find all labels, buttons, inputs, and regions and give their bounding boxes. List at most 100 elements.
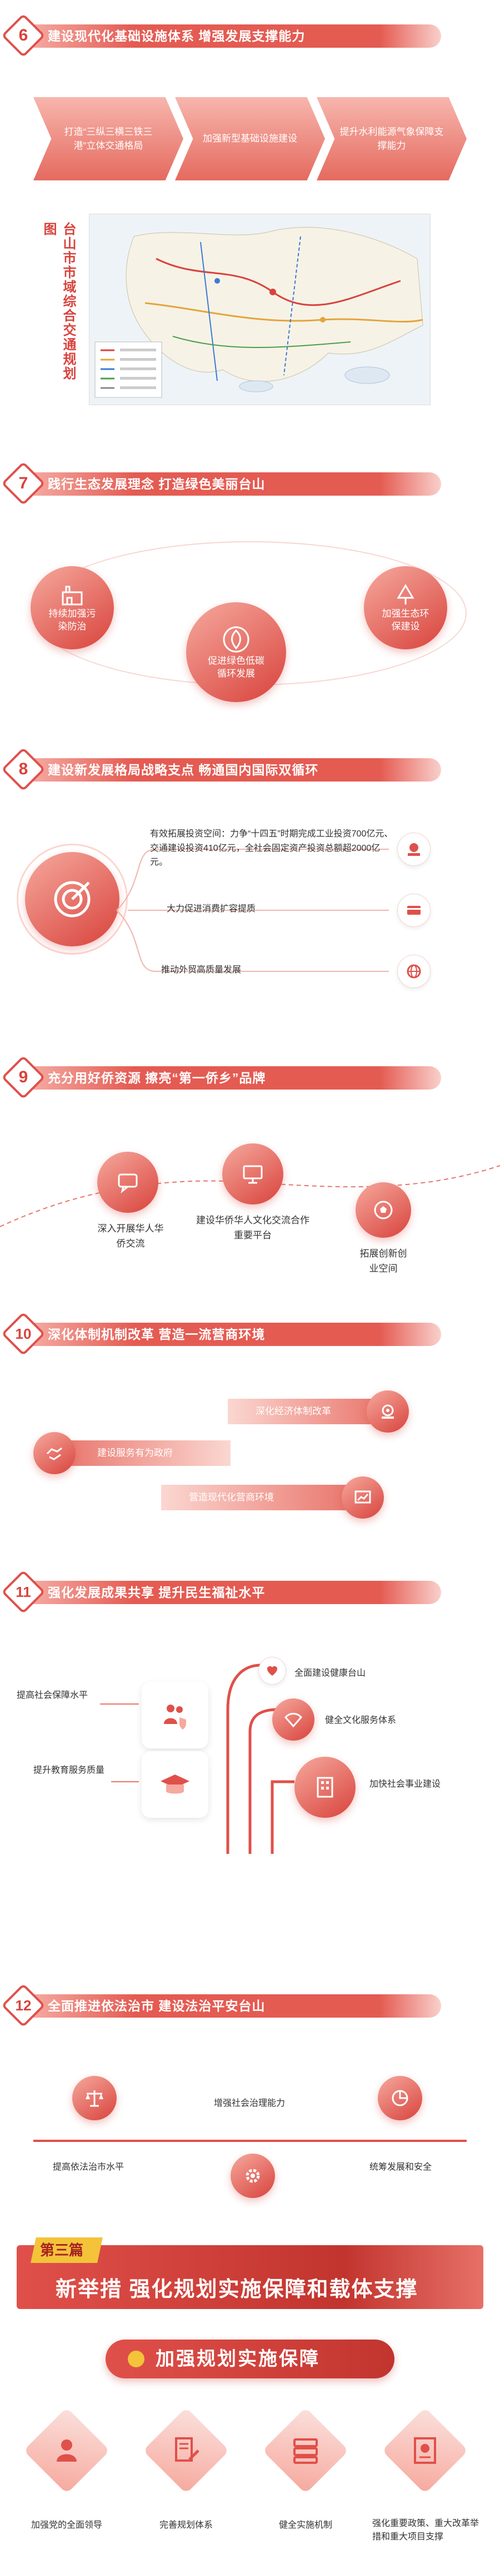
culture-platform-circle	[222, 1143, 283, 1204]
globe-icon	[407, 964, 421, 979]
section-title: 深化体制机制改革 营造一流营商环境	[48, 1327, 266, 1342]
part3-banner: 第三篇 新举措 强化规划实施保障和载体支撑	[17, 2237, 483, 2309]
education-card	[142, 1751, 208, 1818]
factory-icon	[62, 586, 83, 606]
section-title: 充分用好侨资源 擦亮“第一侨乡”品牌	[48, 1071, 266, 1085]
target-icon	[54, 881, 91, 918]
party-leadership-label: 加强党的全面领导	[31, 2520, 102, 2530]
trade-circle	[397, 955, 431, 988]
item-label: 持续加强污染防治	[48, 608, 96, 632]
gear-icon	[246, 2169, 260, 2183]
policy-support-label: 强化重要政策、重大改革举措和重大项目支撑	[372, 2519, 479, 2542]
scales-icon	[86, 2090, 103, 2107]
implementation-label: 健全实施机制	[278, 2520, 332, 2530]
culture-circle	[272, 1698, 314, 1741]
item-label: 促进绿色低碳循环发展	[208, 656, 264, 679]
heart-plus-icon	[267, 1666, 278, 1676]
investment-text: 有效拓展投资空间：力争“十四五”时期完成工业投资700亿元、交通建设投资410亿…	[150, 829, 393, 868]
card-icon	[407, 906, 421, 915]
section-8-header: 建设新发展格局战略支点 畅通国内国际双循环 8	[1, 747, 441, 792]
innovation-circle	[356, 1182, 411, 1238]
innovation-label: 拓展创新创业空间	[359, 1248, 407, 1274]
party-leader-icon	[57, 2439, 77, 2462]
timeline-bar	[33, 2140, 467, 2142]
section-number: 6	[18, 26, 28, 44]
section-number: 7	[18, 474, 28, 492]
section-number: 8	[18, 760, 28, 778]
eco-protection-item: 加强生态环保建设	[364, 566, 447, 649]
section-title: 建设现代化基础设施体系 增强发展支撑能力	[48, 29, 306, 43]
section-7-header: 践行生态发展理念 打造绿色美丽台山 7	[1, 461, 441, 506]
item-label: 加强生态环保建设	[382, 608, 429, 632]
section-number-badge: 6	[1, 13, 46, 58]
section-11-header: 强化发展成果共享 提升民生福祉水平 11	[1, 1570, 441, 1614]
map-caption: 台山市市域综合交通规划图	[41, 222, 76, 381]
screen-icon	[243, 1165, 263, 1184]
health-label: 全面建设健康台山	[294, 1668, 366, 1678]
pollution-control-item: 持续加强污染防治	[31, 566, 114, 649]
medal-document-icon	[414, 2437, 436, 2464]
chat-icon	[118, 1173, 138, 1193]
growth-chart-icon	[354, 1490, 371, 1504]
arrow-label: 提升水利能源气象保障支撑能力	[339, 126, 444, 152]
social-cause-label: 加快社会事业建设	[369, 1779, 441, 1789]
security-circle	[378, 2076, 422, 2120]
part3-tag: 第三篇	[40, 2242, 84, 2259]
target-circle	[25, 852, 119, 946]
reform-label: 深化经济体制改革	[256, 1406, 331, 1416]
section-6-header: 建设现代化基础设施体系 增强发展支撑能力 6	[1, 13, 441, 58]
gear-hand-icon	[382, 1404, 394, 1419]
arrow-label: 加强新型基础设施建设	[203, 133, 297, 144]
section-12-header: 全面推进依法治市 建设法治平安台山 12	[1, 1983, 441, 2028]
family-shield-icon	[164, 1705, 186, 1730]
green-lowcarbon-item: 促进绿色低碳循环发展	[186, 602, 286, 702]
arrow-item-3: 提升水利能源气象保障支撑能力	[317, 97, 467, 180]
trade-text: 推动外贸高质量发展	[161, 965, 242, 975]
football-icon	[374, 1201, 393, 1219]
section-number: 9	[18, 1068, 28, 1086]
section-title: 全面推进依法治市 建设法治平安台山	[48, 1999, 266, 2013]
business-env-label: 营造现代化营商环境	[189, 1492, 274, 1503]
consumption-circle	[397, 894, 431, 927]
overseas-exchange-circle	[97, 1152, 158, 1213]
section-title-bar: 建设现代化基础设施体系 增强发展支撑能力	[32, 24, 441, 48]
subtitle-text: 加强规划实施保障	[156, 2348, 320, 2370]
planning-system-card	[139, 2407, 233, 2509]
target-outer-ring	[17, 844, 128, 955]
business-env-bar: 营造现代化营商环境	[161, 1485, 361, 1510]
culture-platform-label: 建设华侨华人文化交流合作重要平台	[196, 1215, 309, 1241]
investment-circle	[397, 833, 431, 866]
section-number: 10	[15, 1325, 32, 1342]
culture-label: 健全文化服务体系	[325, 1716, 397, 1725]
pill-dot	[128, 2351, 144, 2367]
coin-hand-icon	[408, 843, 420, 856]
section-number: 12	[15, 1997, 32, 2014]
business-env-icon-circle	[342, 1476, 384, 1519]
fan-icon	[284, 1712, 302, 1728]
section-10-header: 深化体制机制改革 营造一流营商环境 10	[1, 1312, 441, 1356]
reform-icon-circle	[367, 1390, 409, 1433]
education-label: 提升教育服务质量	[33, 1766, 105, 1775]
planning-system-label: 完善规划体系	[159, 2520, 213, 2530]
rule-of-law-circle	[72, 2076, 117, 2120]
overseas-exchange-label: 深入开展华人华侨交流	[97, 1223, 164, 1249]
consumption-text: 大力促进消费扩容提质	[167, 904, 256, 914]
section-title: 强化发展成果共享 提升民生福祉水平	[48, 1585, 266, 1600]
leaf-cycle-icon	[223, 626, 249, 653]
handshake-icon	[46, 1447, 62, 1460]
document-pen-icon	[175, 2437, 199, 2462]
tree-icon	[397, 584, 414, 605]
governance-label: 增强社会治理能力	[214, 2099, 286, 2108]
implementation-card	[258, 2407, 353, 2509]
pie-chart-icon	[392, 2090, 408, 2106]
health-circle	[258, 1657, 286, 1685]
connector-lines	[116, 849, 389, 972]
social-security-label: 提高社会保障水平	[17, 1691, 88, 1700]
rule-of-law-label: 提高依法治市水平	[53, 2162, 124, 2172]
reform-arrow: 深化经济体制改革	[228, 1399, 389, 1424]
government-icon-circle	[33, 1432, 76, 1474]
policy-support-card	[378, 2407, 472, 2509]
arrow-item-2: 加强新型基础设施建设	[175, 97, 325, 180]
social-security-card	[142, 1682, 208, 1748]
livelihood-connector-lines	[100, 1663, 294, 1854]
